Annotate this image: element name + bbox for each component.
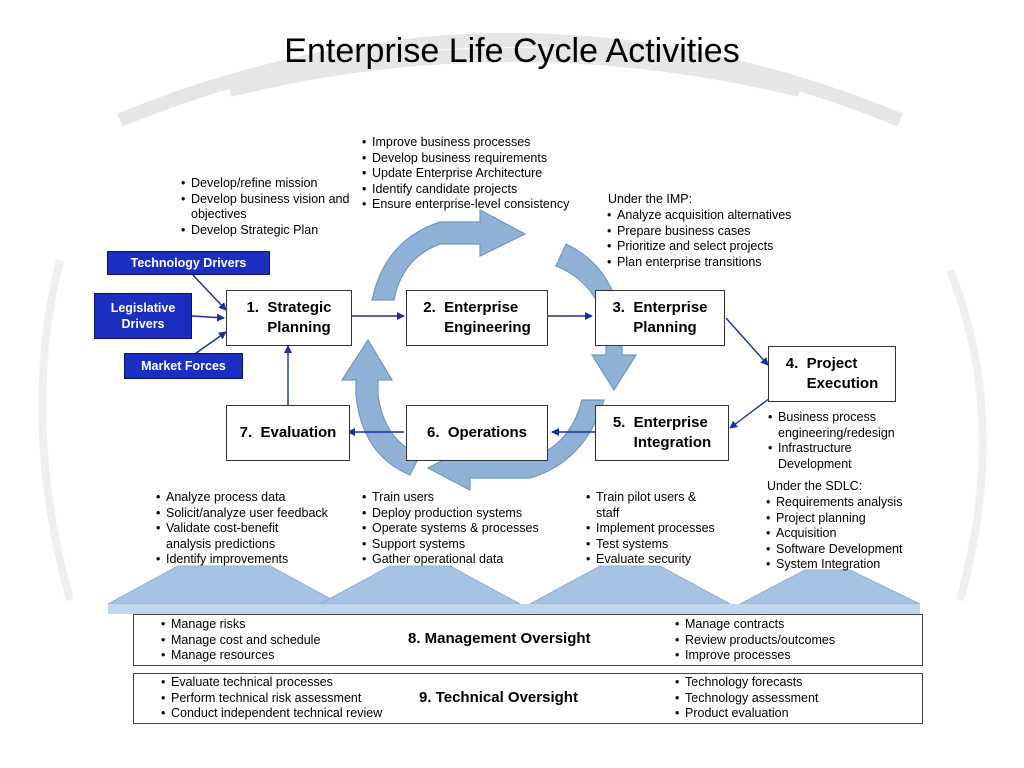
enterprise-engineering-box[interactable]: 2. Enterprise Engineering bbox=[406, 290, 548, 346]
list-item: Acquisition bbox=[765, 526, 935, 542]
list-item: Develop business requirements bbox=[361, 151, 601, 167]
list-item: Prioritize and select projects bbox=[606, 239, 836, 255]
list-item: Validate cost-benefit analysis predictio… bbox=[155, 521, 326, 552]
list-item: Develop/refine mission bbox=[180, 176, 360, 192]
tech-to-strategic-arrow bbox=[191, 273, 227, 311]
list-item: Identify candidate projects bbox=[361, 182, 601, 198]
cycle-arrows bbox=[340, 209, 638, 491]
list-item: Analyze acquisition alternatives bbox=[606, 208, 836, 224]
technology-drivers-tag: Technology Drivers bbox=[107, 251, 270, 275]
list-item: Train pilot users & staff bbox=[585, 490, 711, 521]
market-to-strategic-arrow bbox=[191, 331, 227, 357]
list-item: Test systems bbox=[585, 537, 745, 553]
list-item: Perform technical risk assessment bbox=[160, 691, 420, 707]
execution-to-integration-arrow bbox=[729, 397, 771, 429]
market-forces-tag: Market Forces bbox=[124, 353, 243, 379]
strategic-notes: Develop/refine mission Develop business … bbox=[180, 176, 360, 238]
evaluation-label: 7. Evaluation bbox=[239, 424, 337, 441]
planning-to-execution-arrow bbox=[725, 317, 769, 366]
list-item: Ensure enterprise-level consistency bbox=[361, 197, 601, 213]
list-item: Solicit/analyze user feedback bbox=[155, 506, 365, 522]
list-item: Requirements analysis bbox=[765, 495, 935, 511]
enterprise-engineering-label: 2. Enterprise Engineering bbox=[423, 299, 531, 336]
page-title: Enterprise Life Cycle Activities bbox=[284, 32, 740, 70]
list-item: Operate systems & processes bbox=[361, 521, 581, 537]
enterprise-integration-box[interactable]: 5. Enterprise Integration bbox=[595, 405, 729, 461]
list-item: Evaluate technical processes bbox=[160, 675, 420, 691]
project-execution-box[interactable]: 4. Project Execution bbox=[768, 346, 896, 402]
list-item: Technology assessment bbox=[674, 691, 894, 707]
list-item: Business process engineering/redesign bbox=[767, 410, 902, 441]
list-item: Plan enterprise transitions bbox=[606, 255, 836, 271]
list-item: Infrastructure Development bbox=[767, 441, 902, 472]
list-item: Improve processes bbox=[674, 648, 894, 664]
list-item: Deploy production systems bbox=[361, 506, 581, 522]
management-left-list: Manage risks Manage cost and schedule Ma… bbox=[160, 617, 400, 664]
list-item: Manage resources bbox=[160, 648, 400, 664]
strategic-planning-box[interactable]: 1. Strategic Planning bbox=[226, 290, 352, 346]
management-right-list: Manage contracts Review products/outcome… bbox=[674, 617, 894, 664]
list-item: Improve business processes bbox=[361, 135, 601, 151]
engineering-notes: Improve business processes Develop busin… bbox=[361, 135, 601, 213]
list-item: Train users bbox=[361, 490, 581, 506]
sdlc-header: Under the SDLC: bbox=[767, 479, 863, 493]
list-item: Manage contracts bbox=[674, 617, 894, 633]
operations-label: 6. Operations bbox=[426, 424, 528, 441]
management-oversight-band: Manage risks Manage cost and schedule Ma… bbox=[133, 614, 923, 666]
project-execution-label: 4. Project Execution bbox=[785, 355, 879, 392]
management-oversight-title: 8. Management Oversight bbox=[408, 630, 591, 647]
technical-oversight-band: Evaluate technical processes Perform tec… bbox=[133, 673, 923, 724]
execution-notes: Business process engineering/redesign In… bbox=[767, 410, 902, 472]
list-item: Implement processes bbox=[585, 521, 745, 537]
list-item: Project planning bbox=[765, 511, 935, 527]
list-item: Identify improvements bbox=[155, 552, 365, 568]
list-item: Analyze process data bbox=[155, 490, 365, 506]
list-item: Evaluate security bbox=[585, 552, 745, 568]
technical-right-list: Technology forecasts Technology assessme… bbox=[674, 675, 894, 722]
enterprise-planning-label: 3. Enterprise Planning bbox=[612, 299, 708, 336]
strategic-planning-label: 1. Strategic Planning bbox=[246, 299, 332, 336]
technical-oversight-title: 9. Technical Oversight bbox=[419, 689, 578, 706]
operations-box[interactable]: 6. Operations bbox=[406, 405, 548, 461]
sdlc-notes: Requirements analysis Project planning A… bbox=[765, 495, 935, 573]
technical-left-list: Evaluate technical processes Perform tec… bbox=[160, 675, 420, 722]
list-item: Gather operational data bbox=[361, 552, 581, 568]
list-item: Technology forecasts bbox=[674, 675, 894, 691]
evaluation-box[interactable]: 7. Evaluation bbox=[226, 405, 350, 461]
evaluation-notes: Analyze process data Solicit/analyze use… bbox=[155, 490, 365, 568]
list-item: Develop business vision and objectives bbox=[180, 192, 359, 223]
upward-arrows bbox=[107, 565, 921, 614]
integration-notes: Train pilot users & staff Implement proc… bbox=[585, 490, 745, 568]
list-item: Software Development bbox=[765, 542, 935, 558]
enterprise-planning-box[interactable]: 3. Enterprise Planning bbox=[595, 290, 725, 346]
legislative-drivers-tag: Legislative Drivers bbox=[94, 293, 192, 339]
list-item: Product evaluation bbox=[674, 706, 894, 722]
operations-notes: Train users Deploy production systems Op… bbox=[361, 490, 581, 568]
list-item: Develop Strategic Plan bbox=[180, 223, 360, 239]
list-item: Conduct independent technical review bbox=[160, 706, 420, 722]
list-item: Manage risks bbox=[160, 617, 400, 633]
enterprise-integration-label: 5. Enterprise Integration bbox=[612, 414, 712, 451]
list-item: System Integration bbox=[765, 557, 935, 573]
list-item: Manage cost and schedule bbox=[160, 633, 400, 649]
planning-notes: Analyze acquisition alternatives Prepare… bbox=[606, 208, 836, 270]
list-item: Prepare business cases bbox=[606, 224, 836, 240]
imp-header: Under the IMP: bbox=[608, 192, 693, 206]
list-item: Review products/outcomes bbox=[674, 633, 894, 649]
list-item: Support systems bbox=[361, 537, 581, 553]
legis-to-strategic-arrow bbox=[191, 313, 225, 322]
list-item: Update Enterprise Architecture bbox=[361, 166, 601, 182]
